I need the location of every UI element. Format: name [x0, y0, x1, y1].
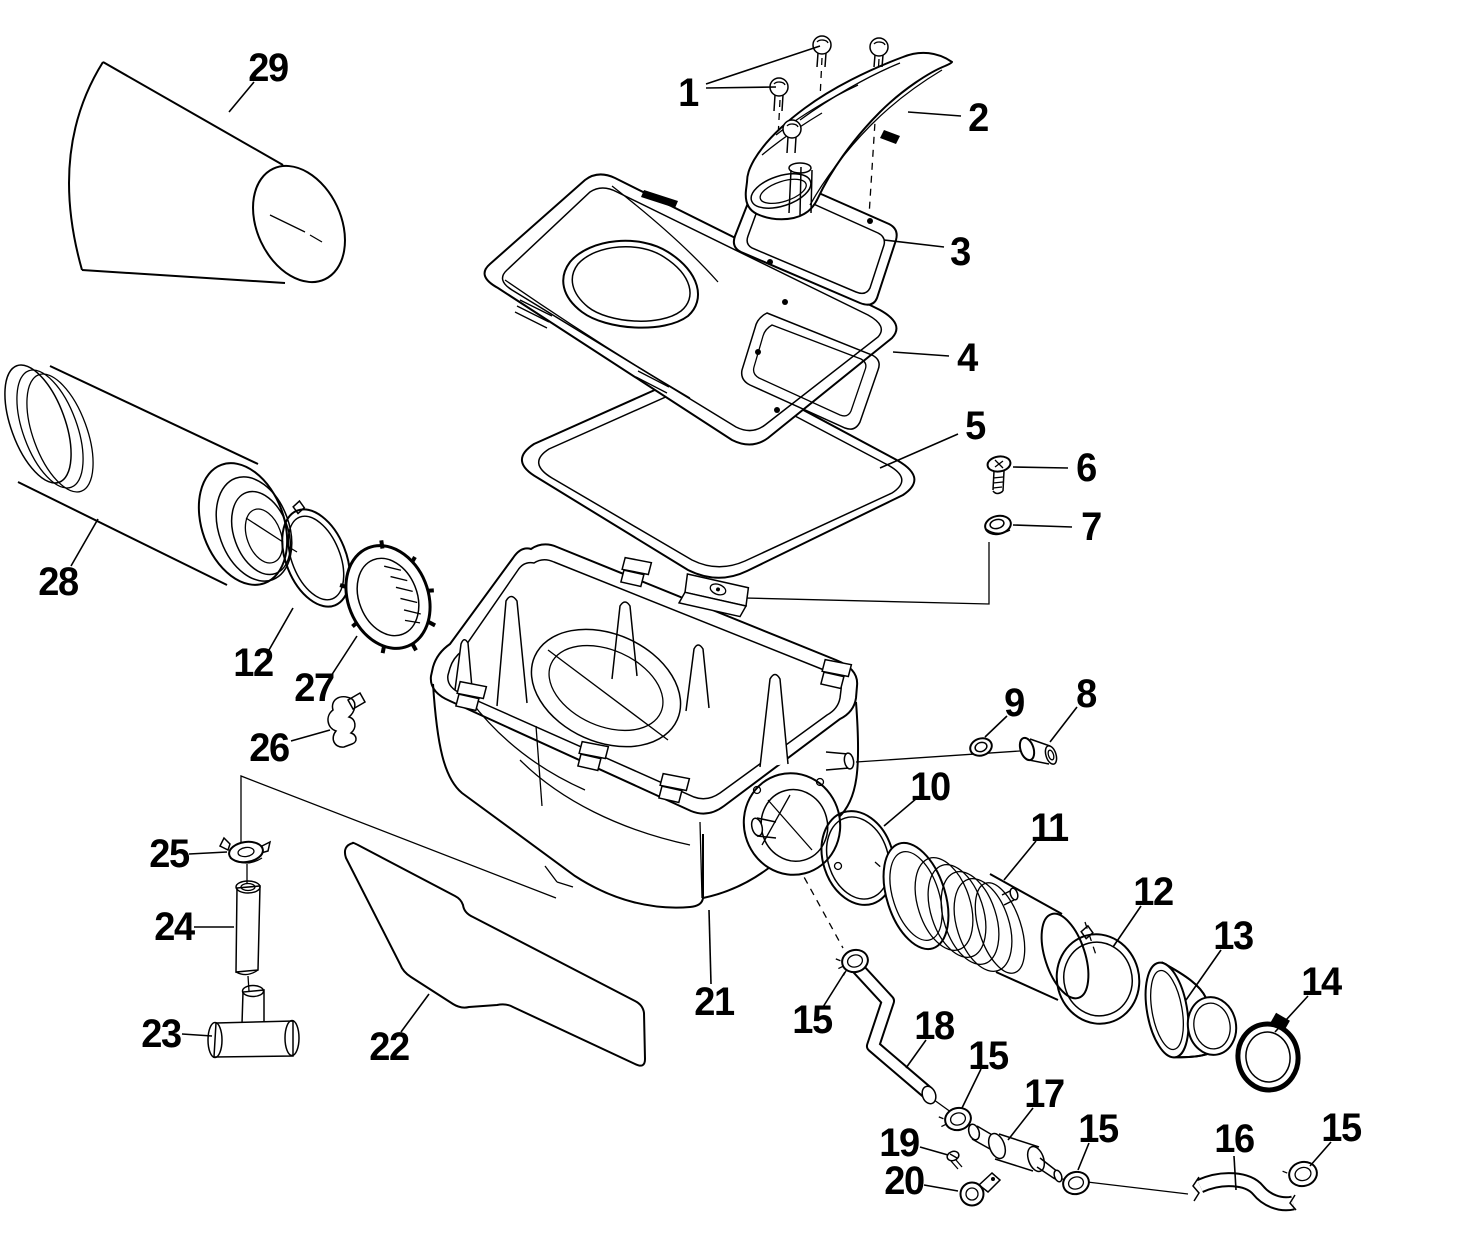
part-6-screw — [986, 455, 1012, 495]
part-21-airbox-base — [429, 543, 860, 909]
leader-lines — [70, 45, 1332, 1192]
lid-latch-clips — [454, 556, 853, 804]
leader-line-4 — [892, 351, 950, 357]
part-15-clamp-3 — [1062, 1170, 1090, 1196]
leader-line-3 — [883, 239, 945, 248]
part-26-clamp — [327, 691, 367, 748]
part-9-washer — [969, 737, 993, 757]
part-19-screw — [946, 1150, 963, 1170]
part-17-drain-valve — [967, 1123, 1063, 1183]
part-20-clamp — [959, 1171, 1002, 1207]
part-25-nut — [218, 836, 272, 864]
leader-line-8 — [1049, 706, 1078, 743]
leader-line-17 — [1007, 1107, 1034, 1141]
leader-line-15 — [1309, 1141, 1332, 1167]
leader-line-11 — [1003, 840, 1037, 881]
leader-line-13 — [1185, 949, 1222, 1001]
leader-line-1 — [705, 45, 821, 85]
part-8-well-nut — [1018, 736, 1058, 765]
leader-line-7 — [1012, 524, 1073, 528]
part-15-clamp-1 — [835, 948, 869, 976]
part-10-o-ring — [820, 810, 896, 906]
part-28-filter-element — [4, 364, 298, 586]
leader-line-23 — [181, 1033, 213, 1037]
leader-line-15 — [961, 1068, 982, 1109]
leader-line-21 — [708, 909, 712, 985]
part-22-baffle-panel — [343, 841, 647, 1067]
leader-line-26 — [290, 729, 331, 742]
leader-line-5 — [879, 433, 959, 469]
leader-line-28 — [70, 518, 99, 567]
part-23-tee-fitting — [207, 984, 300, 1059]
airbox-bracket — [677, 573, 750, 618]
part-11-bellows-duct — [882, 841, 1090, 1001]
leader-line-20 — [923, 1184, 959, 1192]
leader-line-15 — [822, 971, 846, 1008]
part-13-boot — [1144, 961, 1238, 1059]
leader-line-19 — [919, 1146, 949, 1156]
part-7-washer — [984, 514, 1012, 536]
part-2-intake-scoop — [744, 51, 954, 221]
part-12-clamp-right — [1055, 924, 1141, 1025]
leader-line-12 — [1112, 905, 1142, 948]
leader-line-1 — [705, 86, 777, 89]
leader-line-12 — [268, 607, 294, 651]
part-16-outlet-hose — [1192, 1172, 1297, 1212]
leader-line-22 — [400, 993, 430, 1033]
part-29-sleeve — [68, 61, 346, 284]
part-4-airbox-lid — [483, 173, 898, 446]
leader-line-15 — [1077, 1142, 1090, 1171]
leader-line-27 — [330, 635, 358, 677]
part-12-clamp-left — [281, 499, 351, 608]
part-24-drain-tube — [235, 880, 261, 976]
part-15-clamp-4 — [1282, 1160, 1318, 1188]
leader-line-25 — [188, 851, 228, 855]
leader-line-14 — [1274, 995, 1309, 1033]
leader-line-18 — [905, 1039, 927, 1069]
part-15-clamp-2 — [938, 1106, 972, 1132]
part-18-vent-hose — [847, 958, 937, 1105]
leader-line-29 — [228, 81, 255, 113]
part-14-clamp — [1235, 1012, 1301, 1093]
leader-line-10 — [883, 797, 918, 827]
leader-line-9 — [984, 715, 1008, 738]
part-27-lock-ring — [339, 540, 437, 654]
leader-line-16 — [1233, 1155, 1237, 1191]
leader-line-6 — [1012, 466, 1069, 469]
leader-line-2 — [907, 111, 962, 117]
